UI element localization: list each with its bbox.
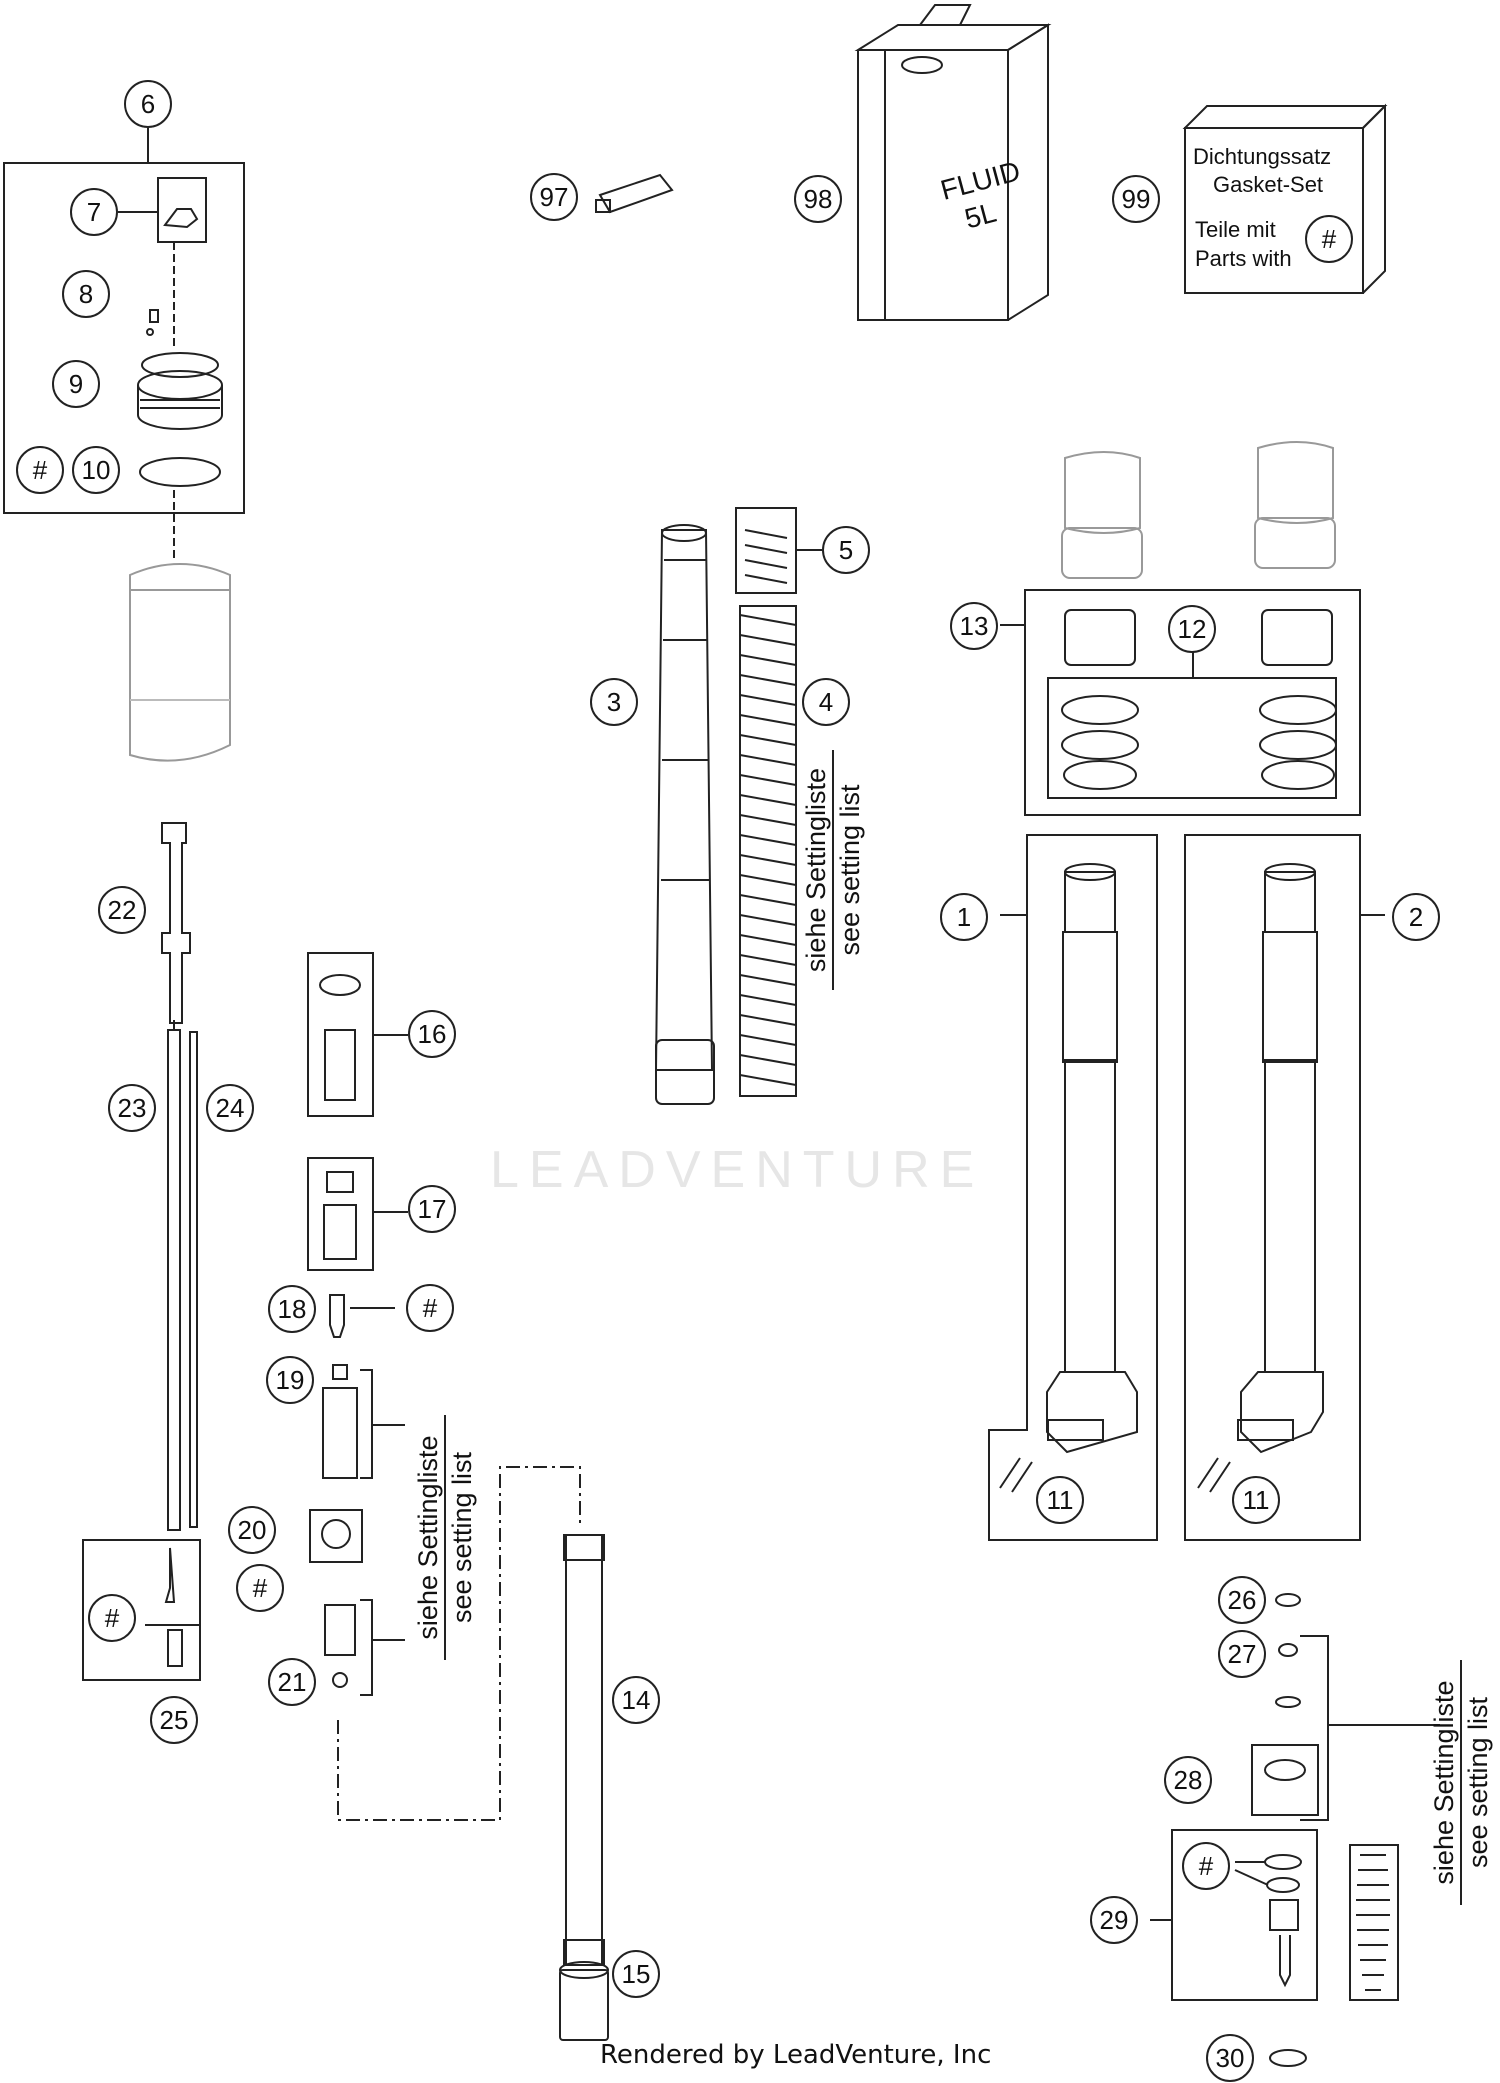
callout-10: 10 <box>72 446 120 494</box>
callout-21: 21 <box>268 1658 316 1706</box>
callout-26: 26 <box>1218 1576 1266 1624</box>
part-7-box <box>157 177 207 243</box>
setting-note-4-de: siehe Settingliste <box>800 750 834 990</box>
callout-17: 17 <box>408 1185 456 1233</box>
hash-marker-25: # <box>88 1594 136 1642</box>
callout-25: 25 <box>150 1696 198 1744</box>
callout-97: 97 <box>530 173 578 221</box>
part-28-box <box>1251 1744 1319 1816</box>
callout-4: 4 <box>802 678 850 726</box>
callout-6: 6 <box>124 80 172 128</box>
hash-marker-18: # <box>406 1284 454 1332</box>
hash-marker-29: # <box>1182 1842 1230 1890</box>
callout-27: 27 <box>1218 1630 1266 1678</box>
callout-8: 8 <box>62 270 110 318</box>
callout-23: 23 <box>108 1084 156 1132</box>
gasket-set-box <box>1184 127 1364 294</box>
gasket-set-line4: Parts with <box>1195 246 1292 271</box>
callout-28: 28 <box>1164 1756 1212 1804</box>
setting-note-4: siehe Settingliste see setting list <box>800 750 866 990</box>
setting-note-27-28-de: siehe Settingliste <box>1428 1660 1462 1905</box>
callout-98: 98 <box>794 175 842 223</box>
part-7-clip <box>163 208 199 229</box>
setting-note-4-en: see setting list <box>835 784 865 956</box>
hash-marker-99: # <box>1305 215 1353 263</box>
callout-99: 99 <box>1112 175 1160 223</box>
callout-3: 3 <box>590 678 638 726</box>
part-17-box <box>307 1157 374 1271</box>
part-97-tube <box>598 173 674 214</box>
callout-11a: 11 <box>1036 1476 1084 1524</box>
part-10-oring <box>139 457 221 487</box>
part-15-bushing <box>559 1969 609 2041</box>
part-13-frame <box>1024 589 1361 816</box>
callout-7: 7 <box>70 188 118 236</box>
callout-14: 14 <box>612 1676 660 1724</box>
callout-1: 1 <box>940 893 988 941</box>
part-14-tube <box>565 1534 603 1966</box>
leg-1-frame <box>988 834 1158 1541</box>
callout-15: 15 <box>612 1950 660 1998</box>
callout-30: 30 <box>1206 2034 1254 2082</box>
callout-29: 29 <box>1090 1896 1138 1944</box>
callout-20: 20 <box>228 1506 276 1554</box>
watermark: LEADVENTURE <box>490 1141 985 1199</box>
callout-24: 24 <box>206 1084 254 1132</box>
callout-13: 13 <box>950 602 998 650</box>
group-6-frame <box>3 162 245 514</box>
hash-marker-10: # <box>16 446 64 494</box>
callout-2: 2 <box>1392 893 1440 941</box>
callout-18: 18 <box>268 1285 316 1333</box>
callout-5: 5 <box>822 526 870 574</box>
part-20-box <box>309 1509 363 1563</box>
callout-19: 19 <box>266 1356 314 1404</box>
setting-note-19-21-en: see setting list <box>447 1451 477 1624</box>
gasket-set-line2: Gasket-Set <box>1213 172 1324 197</box>
footer-credit: Rendered by LeadVenture, Inc <box>600 2040 992 2070</box>
part-29-box <box>1171 1829 1318 2001</box>
part-23-rod <box>167 1029 181 1531</box>
callout-11b: 11 <box>1232 1476 1280 1524</box>
leg-2-frame <box>1184 834 1361 1541</box>
gasket-set-line1: Dichtungssatz <box>1193 144 1332 169</box>
part-3-tube <box>654 529 714 1071</box>
part-5-box <box>735 507 797 594</box>
callout-16: 16 <box>408 1010 456 1058</box>
hash-marker-20: # <box>236 1564 284 1612</box>
setting-note-27-28-en: see setting list <box>1463 1696 1493 1869</box>
setting-note-27-28: siehe Settingliste see setting list <box>1428 1660 1494 1905</box>
fluid-can-top <box>854 24 1052 51</box>
gasket-set-line3: Teile mit <box>1195 217 1276 242</box>
callout-12: 12 <box>1168 605 1216 653</box>
part-4-spring <box>739 605 797 1097</box>
setting-note-19-21-de: siehe Settingliste <box>412 1415 446 1660</box>
callout-9: 9 <box>52 360 100 408</box>
part-24-rod <box>189 1031 198 1528</box>
part-16-box <box>307 952 374 1117</box>
part-25-box <box>82 1539 201 1681</box>
callout-22: 22 <box>98 886 146 934</box>
setting-note-19-21: siehe Settingliste see setting list <box>412 1415 478 1660</box>
shim-stack-box <box>1349 1844 1399 2001</box>
